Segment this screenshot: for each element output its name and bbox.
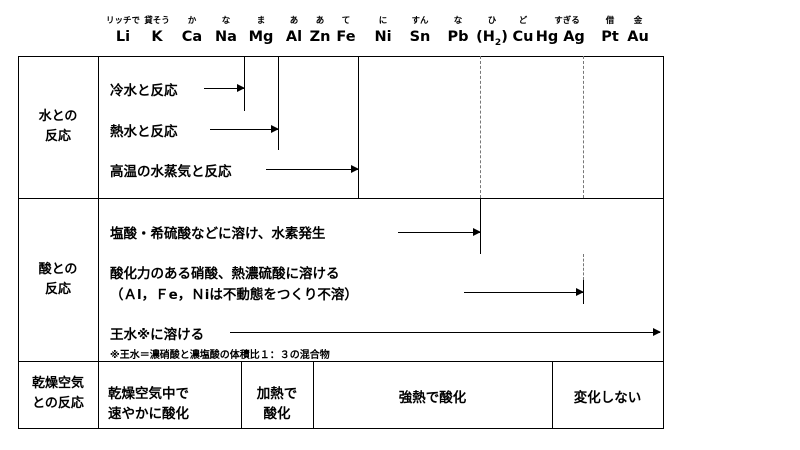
air-cell-strong-heat: 強熱で酸化 <box>313 386 552 406</box>
air-divider-1 <box>241 361 242 428</box>
mnemonic-na: な <box>221 16 231 26</box>
element-na: Na <box>215 29 237 45</box>
boundary-mg-al <box>278 56 279 150</box>
element-mg: Mg <box>248 29 274 45</box>
air-category-line-2: との反応 <box>32 396 84 411</box>
element-hg: Hg <box>535 29 559 45</box>
mnemonic-sn: すん <box>411 16 429 26</box>
mnemonic-h2: ひ <box>487 16 497 26</box>
air-cell-heat-oxidation: 加熱で 酸化 <box>241 384 313 424</box>
table-bottom-border <box>18 428 664 429</box>
boundary-h2-acid <box>480 198 481 254</box>
steam-label: 高温の水蒸気と反応 <box>110 164 232 180</box>
mnemonic-al: あ <box>289 16 299 26</box>
air-cell-heat-line-1: 加熱で <box>256 386 298 402</box>
acid-category-label: 酸との 反応 <box>18 260 98 300</box>
boundary-na-mg <box>244 56 245 111</box>
element-li: Li <box>115 29 131 45</box>
element-ca: Ca <box>181 29 203 45</box>
boundary-ag-dashed-acid <box>583 254 584 280</box>
air-cell-no-change: 変化しない <box>552 386 663 406</box>
acid-air-divider <box>18 361 664 362</box>
element-zn: Zn <box>309 29 331 45</box>
mnemonic-pt: 借 <box>605 16 615 26</box>
air-category-label: 乾燥空気 との反応 <box>18 374 98 414</box>
hot-water-label: 熱水と反応 <box>110 124 178 140</box>
element-sn: Sn <box>409 29 431 45</box>
water-acid-divider <box>18 198 664 199</box>
element-au: Au <box>627 29 649 45</box>
dilute-acid-label: 塩酸・希硫酸などに溶け、水素発生 <box>110 226 326 242</box>
category-column-divider <box>98 56 99 429</box>
element-pb: Pb <box>447 29 469 45</box>
mnemonic-au: 金 <box>633 16 643 26</box>
mnemonic-pb: な <box>453 16 463 26</box>
air-cell-heat-line-2: 酸化 <box>263 406 291 422</box>
water-category-label: 水との 反応 <box>18 107 98 147</box>
mnemonic-ag: すぎる <box>554 16 580 26</box>
element-pt: Pt <box>601 29 619 45</box>
air-category-line-1: 乾燥空気 <box>31 376 84 391</box>
mnemonic-zn: あ <box>315 16 325 26</box>
water-category-line-2: 反応 <box>44 129 71 144</box>
element-ag: Ag <box>563 29 585 45</box>
steam-arrow <box>266 165 359 173</box>
table-left-border <box>18 56 19 429</box>
dilute-acid-arrow <box>398 228 481 236</box>
table-right-border <box>663 56 664 429</box>
hot-water-arrow <box>210 125 279 133</box>
air-divider-2 <box>313 361 314 428</box>
element-fe: Fe <box>336 29 356 45</box>
element-al: Al <box>285 29 303 45</box>
mnemonic-mg: ま <box>256 16 266 26</box>
boundary-ag-dashed-water <box>583 56 584 198</box>
passivation-note: （Ａl，Ｆe，Ｎiは不動態をつくり不溶） <box>110 287 358 303</box>
air-cell-rapid-oxidation: 乾燥空気中で 速やかに酸化 <box>108 384 189 424</box>
cold-water-arrow <box>204 84 245 92</box>
air-cell-rapid-line-1: 乾燥空気中で <box>108 386 189 402</box>
table-top-border <box>18 56 664 57</box>
air-cell-rapid-line-2: 速やかに酸化 <box>108 406 189 422</box>
element-cu: Cu <box>512 29 534 45</box>
boundary-h2-dashed-water <box>480 56 481 198</box>
mnemonic-li: リッチで <box>105 16 141 26</box>
air-divider-3 <box>552 361 553 428</box>
air-cell-strong-heat-text: 強熱で酸化 <box>398 390 467 406</box>
mnemonic-cu: ど <box>518 16 528 26</box>
mnemonic-k: 貸そう <box>144 16 170 26</box>
aqua-regia-footnote: ※王水＝濃硝酸と濃塩酸の体積比１：３の混合物 <box>110 350 330 361</box>
oxidizing-acid-arrow <box>464 288 584 296</box>
acid-category-line-1: 酸との <box>38 262 78 277</box>
element-k: K <box>151 29 163 45</box>
aqua-regia-arrow <box>230 328 661 336</box>
oxidizing-acid-label: 酸化力のある硝酸、熱濃硫酸に溶ける <box>110 266 340 282</box>
mnemonic-ni: に <box>378 16 388 26</box>
air-cell-no-change-text: 変化しない <box>573 390 642 406</box>
boundary-fe-ni <box>358 56 359 198</box>
water-category-line-1: 水との <box>38 109 78 124</box>
aqua-regia-label: 王水※に溶ける <box>110 327 205 343</box>
mnemonic-ca: か <box>187 16 197 26</box>
acid-category-line-2: 反応 <box>44 282 71 297</box>
element-ni: Ni <box>374 29 392 45</box>
cold-water-label: 冷水と反応 <box>110 83 178 99</box>
mnemonic-fe: て <box>341 16 351 26</box>
element-h2: (H2) <box>476 29 508 48</box>
